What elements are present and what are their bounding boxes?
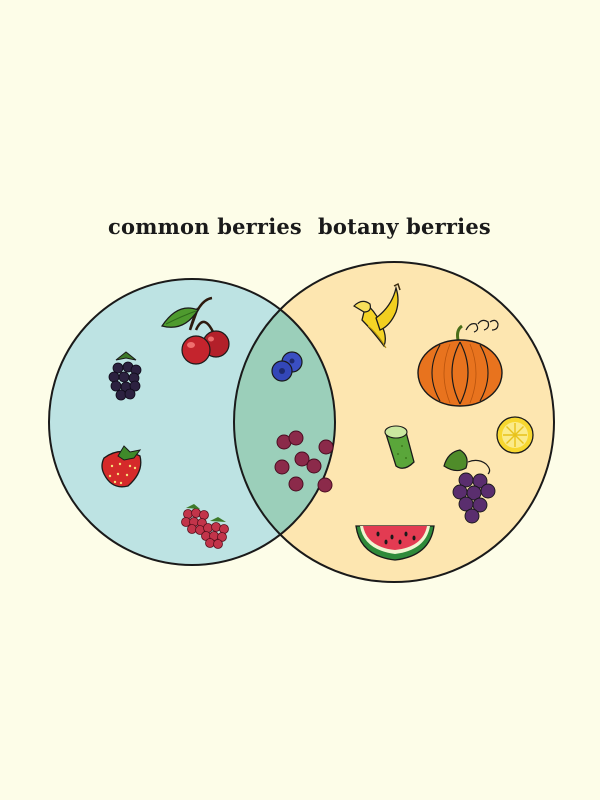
raspberry-icon xyxy=(181,504,229,549)
botany-berries-circle-outline xyxy=(233,261,555,583)
lemon-slice-icon xyxy=(496,416,534,454)
blueberries-icon xyxy=(271,351,303,382)
cucumber-icon xyxy=(384,425,415,469)
cranberries-icon xyxy=(274,430,334,493)
botany-berries-label: botany berries xyxy=(318,214,491,239)
common-berries-label: common berries xyxy=(108,214,302,239)
watermelon-slice-icon xyxy=(355,525,435,561)
strawberry-icon xyxy=(101,445,142,488)
pumpkin-icon xyxy=(417,319,503,407)
common-berries-circle-outline xyxy=(48,278,336,566)
banana-icon xyxy=(353,282,401,349)
cherry-icon xyxy=(161,296,230,365)
grapes-icon xyxy=(443,449,496,524)
blackberry-icon xyxy=(108,351,142,401)
